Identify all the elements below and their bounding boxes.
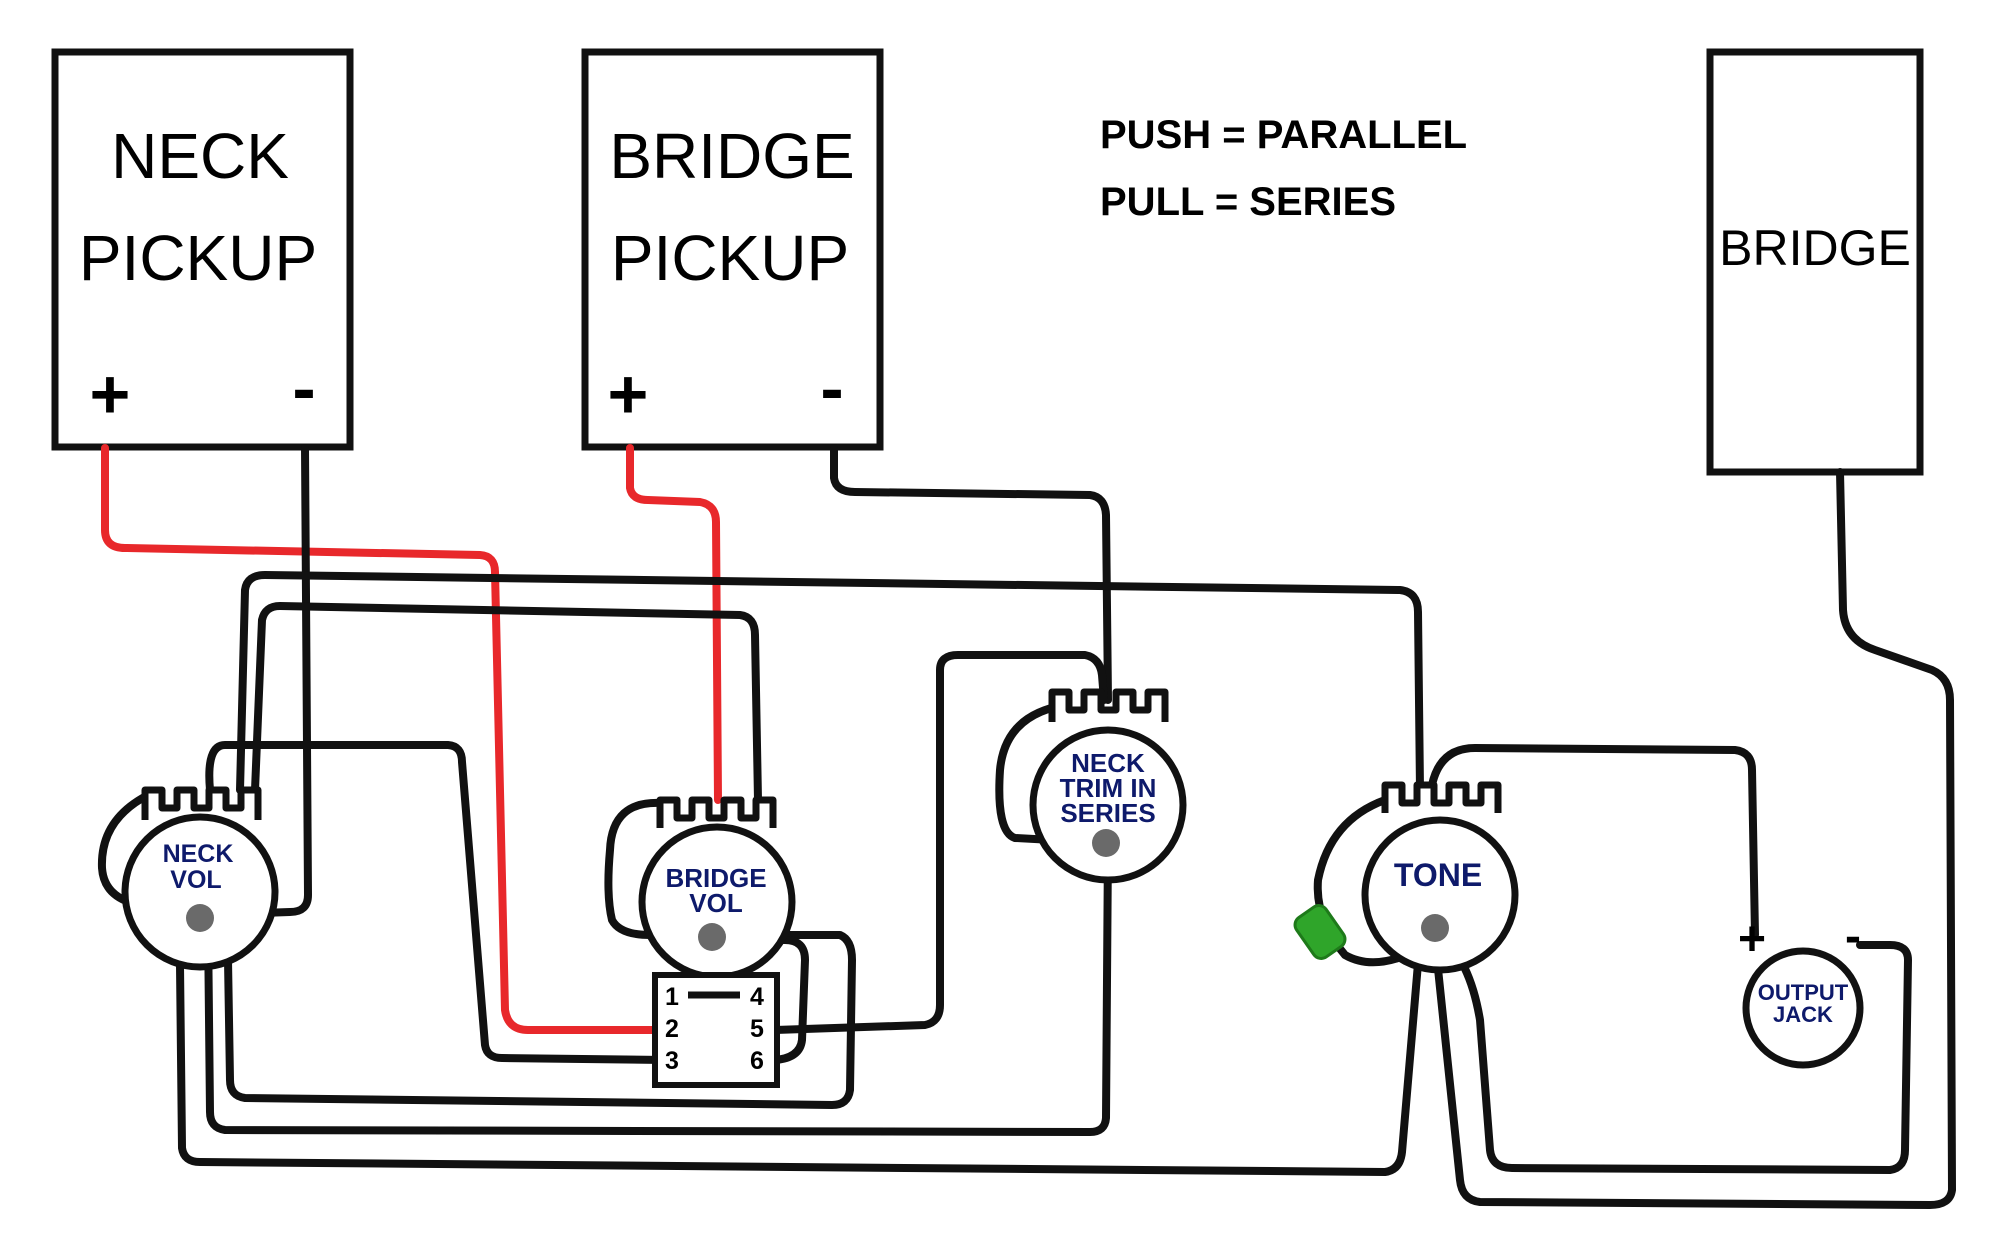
bridge-pickup-label-line2: PICKUP <box>611 222 849 294</box>
neck-vol-label-line2: VOL <box>170 866 221 894</box>
wire-neck-hot-red <box>101 444 669 1034</box>
bridge-pickup-minus-terminal: - <box>820 349 843 427</box>
wire-tone-jack-ground <box>1436 931 1912 1174</box>
wire-neckvol-bridgevol <box>251 602 762 804</box>
output-jack-label-line1: OUTPUT <box>1758 980 1849 1005</box>
output-jack-label-line2: JACK <box>1773 1002 1833 1027</box>
push-pull-switch: 1 2 3 4 5 6 <box>652 972 780 1088</box>
tone-pot: TONE <box>1361 781 1519 974</box>
neck-trim-label-line1: NECK <box>1071 748 1145 778</box>
wire-top-bus-tone <box>236 571 1424 794</box>
neck-vol-label-line1: NECK <box>163 840 234 868</box>
note-pull-series: PULL = SERIES <box>1100 180 1396 224</box>
output-jack-minus-terminal: - <box>1845 910 1861 963</box>
note-push-parallel: PUSH = PARALLEL <box>1100 113 1467 157</box>
bridge-ground-label: BRIDGE <box>1719 220 1911 276</box>
switch-lug-1: 1 <box>665 983 679 1011</box>
bridge-ground-box: BRIDGE <box>1706 48 1924 476</box>
bridge-pickup-plus-terminal: + <box>608 355 649 433</box>
tone-label: TONE <box>1394 857 1482 893</box>
switch-lug-3: 3 <box>665 1047 679 1075</box>
wire-tone-jack-plus <box>1428 744 1759 939</box>
neck-trim-label-line2: TRIM IN <box>1060 773 1157 803</box>
switch-lug-4: 4 <box>750 983 764 1011</box>
wire-switch5-trim <box>771 651 1108 1034</box>
neck-vol-ground-lug <box>186 904 214 932</box>
wire-switch6-loop <box>711 936 809 1064</box>
neck-trim-label-line3: SERIES <box>1060 798 1155 828</box>
bridge-vol-pot: BRIDGE VOL <box>638 796 796 981</box>
neck-trim-ground-lug <box>1092 829 1120 857</box>
wire-trim-loop <box>995 701 1112 847</box>
tone-ground-lug <box>1421 914 1449 942</box>
switch-lug-2: 2 <box>665 1015 679 1043</box>
wire-bridge-minus-trim <box>830 444 1112 704</box>
bridge-vol-ground-lug <box>698 923 726 951</box>
neck-trim-pot: NECK TRIM IN SERIES <box>1029 688 1187 884</box>
neck-pickup-minus-terminal: - <box>292 349 315 427</box>
bridge-vol-label-line1: BRIDGE <box>665 863 766 893</box>
neck-pickup: NECK PICKUP + - <box>51 48 354 451</box>
switch-lug-6: 6 <box>750 1047 764 1075</box>
neck-pickup-label-line1: NECK <box>111 120 289 192</box>
neck-pickup-label-line2: PICKUP <box>79 222 317 294</box>
wire-neckvol-switch3 <box>205 741 669 1064</box>
neck-vol-pot: NECK VOL <box>121 786 279 971</box>
bridge-pickup-label-line1: BRIDGE <box>609 120 854 192</box>
black-wires <box>97 444 1956 1209</box>
wire-trim-ground <box>204 839 1112 1136</box>
wire-neck-ground <box>201 444 312 919</box>
tone-capacitor <box>1293 904 1347 960</box>
neck-pickup-plus-terminal: + <box>90 355 131 433</box>
output-jack-plus-terminal: + <box>1738 913 1766 966</box>
bridge-pickup: BRIDGE PICKUP + - <box>581 48 884 451</box>
bridge-vol-label-line2: VOL <box>689 888 743 918</box>
wire-bridge-ground <box>1431 468 1956 1209</box>
output-jack: OUTPUT JACK + - <box>1738 910 1864 1069</box>
wire-bridge-hot-red <box>626 444 722 804</box>
switch-lug-5: 5 <box>750 1015 764 1043</box>
